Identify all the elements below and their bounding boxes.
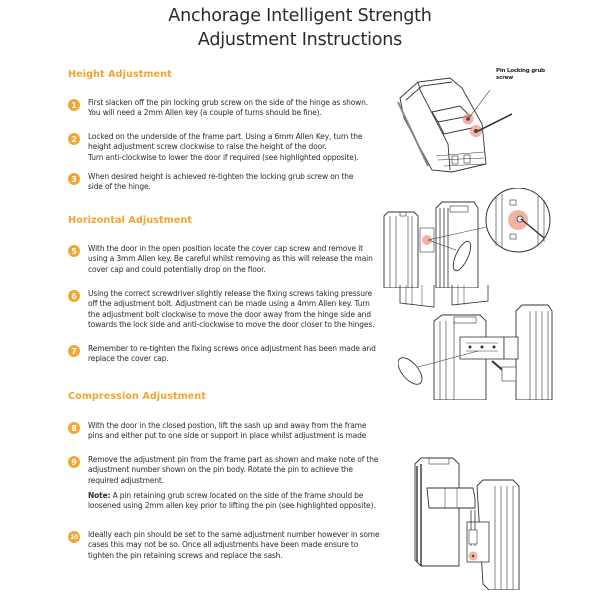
text-line: Using the correct screwdriver slightly r… — [88, 289, 373, 298]
step-number-badge: 3 — [68, 173, 80, 185]
horizontal-adjustment-illustration-1 — [378, 187, 558, 289]
section-heading-compression: Compression Adjustment — [68, 391, 207, 402]
document-title: Anchorage Intelligent Strength Adjustmen… — [0, 4, 600, 52]
highlight-marker — [422, 235, 432, 245]
step-10: 10 Ideally each pin should be set to the… — [68, 530, 388, 561]
text-line: Locked on the underside of the frame par… — [88, 132, 363, 141]
step-number-badge: 6 — [68, 290, 80, 302]
text-line: replace the cover cap. — [88, 354, 169, 364]
step-9: 9 Remove the adjustment pin from the fra… — [68, 455, 388, 511]
text-line: side of the hinge. — [88, 182, 151, 192]
step-8: 8 With the door in the closed postion, l… — [68, 421, 388, 442]
horizontal-adjustment-illustration-2 — [397, 285, 558, 401]
text-line: height adjustment screw clockwise to rai… — [88, 142, 327, 152]
section-heading-height: Height Adjustment — [68, 69, 172, 80]
text-line: towards the lock side and anti-clockwise… — [88, 319, 375, 329]
text-line: Ideally each pin should be set to the sa… — [88, 530, 380, 539]
text-line: When desired height is achieved re-tight… — [88, 172, 354, 181]
text-line: the adjustment bolt clockwise to move th… — [88, 309, 371, 319]
step-number-badge: 8 — [68, 422, 80, 434]
callout-label: Pin Locking grub screw — [496, 68, 545, 81]
step-number-badge: 9 — [68, 456, 80, 468]
step-number-badge: 10 — [68, 531, 80, 543]
step-5: 5 With the door in the open position loc… — [68, 244, 388, 275]
text-line: First slacken off the pin locking grub s… — [88, 98, 368, 107]
step-number-badge: 5 — [68, 245, 80, 257]
text-line: tighten the pin retaining screws and rep… — [88, 550, 283, 560]
step-number-badge: 2 — [68, 133, 80, 145]
step-text: Ideally each pin should be set to the sa… — [88, 530, 380, 561]
text-line: A pin retaining grub screw located on th… — [110, 490, 364, 500]
cover-cap-diagram-icon — [397, 285, 553, 401]
step-text: Remove the adjustment pin from the frame… — [88, 455, 378, 511]
step-text: First slacken off the pin locking grub s… — [88, 98, 368, 119]
text-line: Remember to re-tighten the fixing screws… — [88, 344, 376, 353]
step-3: 3 When desired height is achieved re-tig… — [68, 172, 388, 193]
text-line: Remove the adjustment pin from the frame… — [88, 455, 379, 464]
step-9-note: Note: A pin retaining grub screw located… — [88, 491, 378, 512]
hinge-diagram-icon — [397, 77, 513, 173]
step-number-badge: 1 — [68, 99, 80, 111]
text-line: loosened using 2mm allen key prior to li… — [88, 501, 376, 511]
step-text: Using the correct screwdriver slightly r… — [88, 289, 374, 330]
height-adjustment-illustration: Pin Locking grub screw — [390, 60, 550, 180]
text-line: Turn anti-clockwise to lower the door if… — [88, 152, 359, 162]
text-line: using a 3mm Allen key. Be careful whilst… — [88, 254, 373, 264]
step-1: 1 First slacken off the pin locking grub… — [68, 98, 388, 119]
step-text: With the door in the closed postion, lif… — [88, 421, 366, 442]
text-line: With the door in the closed postion, lif… — [88, 421, 367, 430]
text-line: pins and either put to one side or suppo… — [88, 431, 367, 441]
step-number-badge: 7 — [68, 345, 80, 357]
text-line: adjustment number shown on the pin body.… — [88, 465, 353, 475]
title-line-1: Anchorage Intelligent Strength — [168, 6, 432, 26]
frame-diagram-icon — [383, 187, 551, 289]
step-text: Remember to re-tighten the fixing screws… — [88, 344, 376, 365]
text-line: cases this may not be so. Once all adjus… — [88, 540, 359, 550]
step-text: With the door in the open position locat… — [88, 244, 373, 275]
step-text: When desired height is achieved re-tight… — [88, 172, 353, 193]
step-6: 6 Using the correct screwdriver slightly… — [68, 289, 388, 330]
title-line-2: Adjustment Instructions — [197, 30, 403, 50]
text-line: cover cap and could potentially drop on … — [88, 264, 266, 274]
text-line: With the door in the open position locat… — [88, 244, 363, 253]
pin-diagram-icon — [414, 457, 520, 591]
step-2: 2 Locked on the underside of the frame p… — [68, 132, 388, 163]
text-line: You will need a 2mm Allen key (a couple … — [88, 108, 322, 118]
text-line: required adjustment. — [88, 475, 164, 485]
compression-adjustment-illustration — [405, 450, 535, 591]
step-text: Locked on the underside of the frame par… — [88, 132, 362, 163]
note-label: Note: — [88, 490, 111, 500]
text-line: off the adjustment bolt. Adjustment can … — [88, 299, 370, 309]
step-7: 7 Remember to re-tighten the fixing scre… — [68, 344, 388, 365]
section-heading-horizontal: Horizontal Adjustment — [68, 215, 193, 226]
